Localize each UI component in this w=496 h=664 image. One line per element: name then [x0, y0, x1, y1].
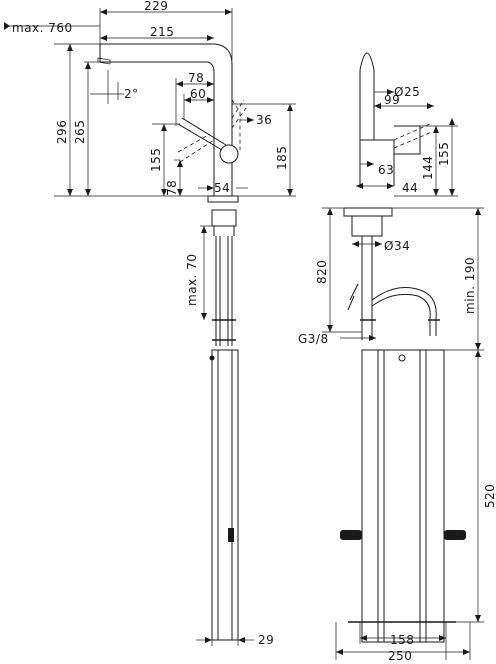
spray-head	[97, 57, 111, 65]
dim-44: 44	[402, 181, 418, 195]
dim-185: 185	[275, 146, 289, 170]
cabinet-front-rails	[377, 350, 427, 642]
dim-144: 144	[421, 156, 435, 180]
pullout-outline	[231, 99, 241, 150]
dim-265: 265	[73, 120, 87, 144]
dim-dia-34: Ø34	[384, 239, 410, 253]
cabinet-side-inner	[217, 350, 233, 640]
front-spout-top	[359, 52, 375, 71]
spout-outline-top	[100, 43, 233, 150]
dim-max-70: max. 70	[185, 253, 199, 306]
cabinet-fixing-hole	[398, 354, 406, 362]
dim-78-top: 78	[188, 71, 204, 85]
front-view	[340, 52, 466, 643]
dim-99: 99	[384, 93, 400, 107]
handle-alt-position	[177, 133, 215, 163]
dim-158: 158	[390, 633, 414, 647]
dim-215: 215	[150, 25, 174, 39]
base-plate	[207, 195, 239, 203]
dim-520: 520	[483, 484, 496, 508]
dim-max-760: max. 760	[12, 21, 73, 35]
dim-60: 60	[190, 87, 206, 101]
side-view-dimensions: 229 215 max. 760 296 265 2° 78 60 36	[4, 0, 296, 647]
dim-36: 36	[256, 113, 272, 127]
cabinet-front-frame	[361, 349, 445, 643]
front-supply-hose	[347, 283, 359, 311]
spout-outline-inner	[100, 61, 215, 150]
dim-229: 229	[144, 0, 168, 13]
handle-lever	[177, 117, 227, 151]
dim-820: 820	[315, 260, 329, 284]
left-bracket	[340, 530, 362, 540]
dim-dia-25: Ø25	[394, 85, 420, 99]
front-hose-loop-inner	[371, 293, 431, 336]
side-bracket	[228, 528, 234, 542]
front-spout-column	[359, 70, 375, 140]
front-mount-nut	[351, 215, 383, 237]
dim-296: 296	[55, 120, 69, 144]
front-handle	[394, 125, 421, 155]
handle-knob	[219, 144, 239, 164]
front-base-plate	[343, 207, 393, 217]
side-view	[97, 43, 247, 641]
dim-angle: 2°	[124, 87, 139, 101]
mount-shank	[213, 226, 235, 236]
hose-lines	[215, 236, 233, 346]
dim-29: 29	[258, 633, 274, 647]
dim-thread: G3/8	[298, 332, 329, 346]
hose-clamps	[212, 319, 236, 341]
front-hose-loop	[371, 287, 437, 336]
side-fixing-point	[209, 355, 215, 361]
dim-155-right: 155	[437, 142, 451, 166]
cabinet-side-frame	[211, 349, 239, 641]
dim-250: 250	[388, 649, 412, 663]
handle-alt-position-2	[231, 99, 247, 129]
mount-nut	[211, 209, 237, 227]
right-bracket	[444, 530, 466, 540]
front-shank	[361, 236, 373, 340]
dim-155-left: 155	[149, 148, 163, 172]
front-handle-alt	[393, 123, 433, 149]
dim-54: 54	[214, 181, 230, 195]
dim-63: 63	[378, 163, 394, 177]
dim-min-190: min. 190	[463, 257, 477, 314]
dim-78-left: 78	[165, 180, 179, 196]
front-view-dimensions: Ø25 99 144 155 63 44 Ø34 820 min. 190 52…	[298, 85, 496, 663]
